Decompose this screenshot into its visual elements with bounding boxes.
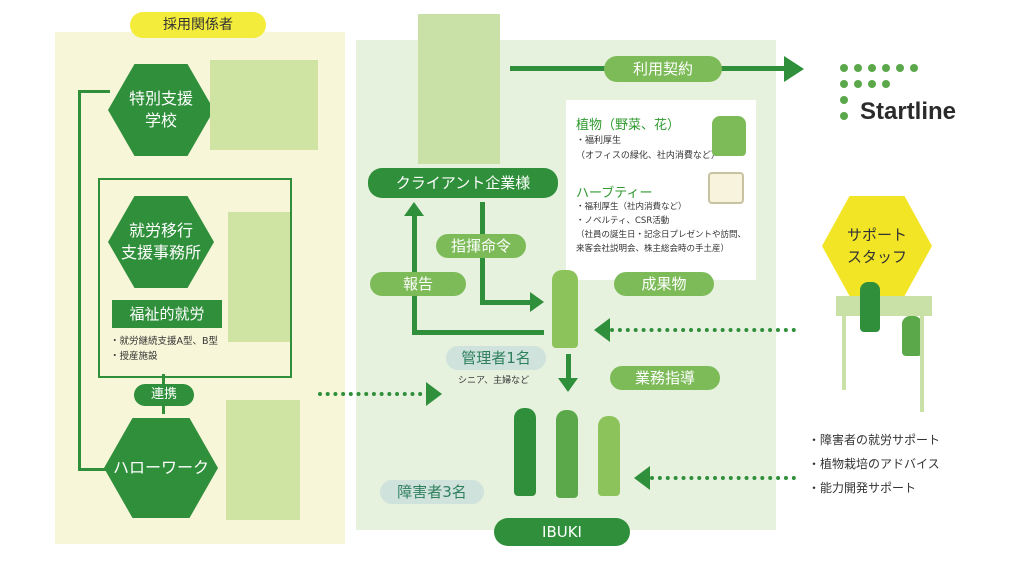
tea-item: （社員の誕生日・記念日プレゼントや訪問、 <box>576 230 747 240</box>
command-arrowhead <box>530 292 544 312</box>
welfare-notes: ・就労継続支援A型、B型 ・授産施設 <box>110 334 218 364</box>
client-building-illustration <box>418 14 500 164</box>
support-arrowhead-upper <box>594 318 610 342</box>
hellowork-building-illustration <box>226 400 300 520</box>
welfare-note-item: ・就労継続支援A型、B型 <box>110 336 219 347</box>
support-item: ・障害者の就労サポート <box>808 433 941 447</box>
plants-list: ・福利厚生 （オフィスの緑化、社内消費など） <box>576 134 720 164</box>
staff-figure <box>556 410 578 498</box>
manager-note: シニア、主婦など <box>458 376 530 386</box>
support-item: ・能力開発サポート <box>808 481 917 495</box>
disabled-staff-pill: 障害者3名 <box>380 480 484 504</box>
staff-figure <box>514 408 536 496</box>
bracket-bottom <box>78 468 110 471</box>
report-pill: 報告 <box>370 272 466 296</box>
work-guidance-pill: 業務指導 <box>610 366 720 390</box>
recruit-arrowhead <box>426 382 442 406</box>
usage-contract-pill: 利用契約 <box>604 56 722 82</box>
support-staff-figure <box>902 316 922 356</box>
startline-brand: Startline <box>860 98 957 125</box>
plants-item: （オフィスの緑化、社内消費など） <box>576 151 720 161</box>
left-bracket-line <box>78 90 81 470</box>
client-pill: クライアント企業様 <box>368 168 558 198</box>
ibuki-footer-pill: IBUKI <box>494 518 630 546</box>
support-list: ・障害者の就労サポート ・植物栽培のアドバイス ・能力開発サポート <box>808 428 940 500</box>
welfare-group-box <box>98 178 292 378</box>
tea-list: ・福利厚生（社内消費など） ・ノベルティ、CSR活動 （社員の誕生日・記念日プレ… <box>576 200 746 256</box>
plants-title: 植物（野菜、花） <box>576 118 681 133</box>
plant-pot-icon <box>712 116 746 156</box>
support-arrowhead-lower <box>634 466 650 490</box>
support-staff-figure <box>860 282 880 332</box>
report-arrow-horizontal <box>412 330 544 335</box>
support-item: ・植物栽培のアドバイス <box>808 457 940 471</box>
guidance-arrowhead <box>558 378 578 392</box>
desk-illustration <box>836 296 932 316</box>
welfare-employment-label: 福祉的就労 <box>112 300 222 328</box>
deliverables-pill: 成果物 <box>614 272 714 296</box>
command-arrow-horizontal <box>480 300 534 305</box>
manager-pill: 管理者1名 <box>446 346 546 370</box>
support-dotted-arrow-upper <box>610 328 796 332</box>
command-pill: 指揮命令 <box>436 234 526 258</box>
office-building-illustration <box>228 212 290 342</box>
welfare-note-item: ・授産施設 <box>110 351 158 362</box>
school-building-illustration <box>210 60 318 150</box>
support-dotted-arrow-lower <box>650 476 796 480</box>
recruit-dotted-arrow <box>318 392 430 396</box>
bracket-top <box>78 90 110 93</box>
cooperation-pill: 連携 <box>134 384 194 406</box>
recruitment-header: 採用関係者 <box>130 12 266 38</box>
tea-item: ・ノベルティ、CSR活動 <box>576 216 670 226</box>
manager-figure <box>552 270 578 348</box>
guidance-arrow-line <box>566 354 571 380</box>
desk-leg <box>842 316 846 390</box>
tea-item: 来客会社説明会、株主総会時の手土産） <box>576 244 730 254</box>
report-arrowhead <box>404 202 424 216</box>
startline-logo-dots <box>838 62 928 128</box>
desk-leg <box>920 316 924 412</box>
staff-figure <box>598 416 620 496</box>
tea-title: ハーブティー <box>576 186 653 201</box>
contract-arrowhead <box>784 56 804 82</box>
tea-cup-icon <box>708 172 744 204</box>
plants-item: ・福利厚生 <box>576 136 622 146</box>
tea-item: ・福利厚生（社内消費など） <box>576 202 687 212</box>
employment-transition-hex: 就労移行 支援事務所 <box>108 196 214 288</box>
